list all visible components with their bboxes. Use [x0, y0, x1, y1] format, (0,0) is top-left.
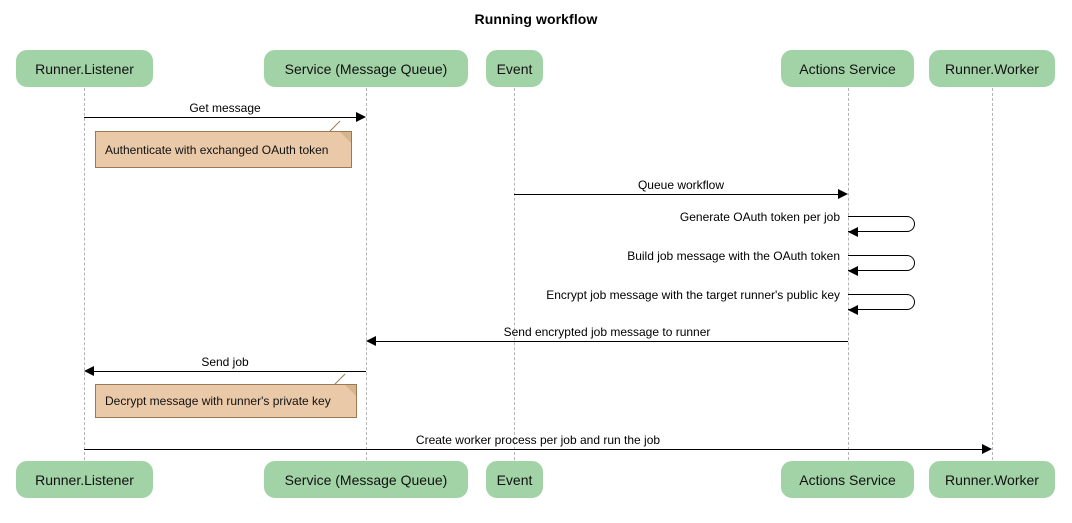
- self-message-loop-build-job-message: [848, 255, 915, 271]
- actor-runner-listener-top[interactable]: Runner.Listener: [16, 50, 153, 87]
- actor-service-message-queue-top[interactable]: Service (Message Queue): [264, 50, 468, 87]
- arrowhead-encrypt-job-message: [848, 305, 858, 315]
- actor-runner-listener-bottom[interactable]: Runner.Listener: [16, 461, 153, 498]
- self-message-loop-generate-oauth-token: [848, 216, 915, 232]
- actor-event-bottom[interactable]: Event: [486, 461, 543, 498]
- note-authenticate: Authenticate with exchanged OAuth token: [95, 120, 352, 168]
- message-label-generate-oauth-token: Generate OAuth token per job: [679, 210, 840, 224]
- lifeline-event: [514, 88, 515, 460]
- message-label-build-job-message: Build job message with the OAuth token: [627, 249, 840, 263]
- lifeline-runner-listener: [84, 88, 85, 460]
- arrowhead-generate-oauth-token: [848, 227, 858, 237]
- message-line-send-job: [94, 371, 366, 372]
- page-title: Running workflow: [474, 11, 598, 27]
- message-line-create-worker-process: [84, 449, 982, 450]
- message-label-encrypt-job-message: Encrypt job message with the target runn…: [546, 288, 840, 302]
- arrowhead-send-job: [84, 366, 94, 376]
- note-decrypt: Decrypt message with runner's private ke…: [95, 373, 357, 418]
- note-fold-icon: [345, 385, 356, 396]
- message-line-send-encrypted-job-message: [376, 341, 848, 342]
- actor-service-message-queue-bottom[interactable]: Service (Message Queue): [264, 461, 468, 498]
- actor-runner-worker-top[interactable]: Runner.Worker: [929, 50, 1055, 87]
- message-label-create-worker-process: Create worker process per job and run th…: [415, 433, 661, 447]
- self-message-loop-encrypt-job-message: [848, 294, 915, 310]
- arrowhead-send-encrypted-job-message: [366, 336, 376, 346]
- message-label-send-encrypted-job-message: Send encrypted job message to runner: [503, 325, 711, 339]
- message-line-get-message: [84, 117, 356, 118]
- note-decrypt-label: Decrypt message with runner's private ke…: [105, 394, 331, 408]
- arrowhead-queue-workflow: [838, 189, 848, 199]
- message-label-send-job: Send job: [201, 355, 249, 369]
- message-line-queue-workflow: [514, 194, 838, 195]
- message-label-get-message: Get message: [189, 101, 261, 115]
- note-fold-icon: [340, 132, 351, 143]
- actor-actions-service-bottom[interactable]: Actions Service: [781, 461, 914, 498]
- actor-event-top[interactable]: Event: [486, 50, 543, 87]
- actor-runner-worker-bottom[interactable]: Runner.Worker: [929, 461, 1055, 498]
- actor-actions-service-top[interactable]: Actions Service: [781, 50, 914, 87]
- lifeline-runner-worker: [992, 88, 993, 460]
- arrowhead-build-job-message: [848, 266, 858, 276]
- lifeline-service-message-queue: [366, 88, 367, 460]
- message-label-queue-workflow: Queue workflow: [637, 178, 725, 192]
- arrowhead-get-message: [356, 112, 366, 122]
- note-authenticate-label: Authenticate with exchanged OAuth token: [105, 142, 329, 157]
- arrowhead-create-worker-process: [982, 444, 992, 454]
